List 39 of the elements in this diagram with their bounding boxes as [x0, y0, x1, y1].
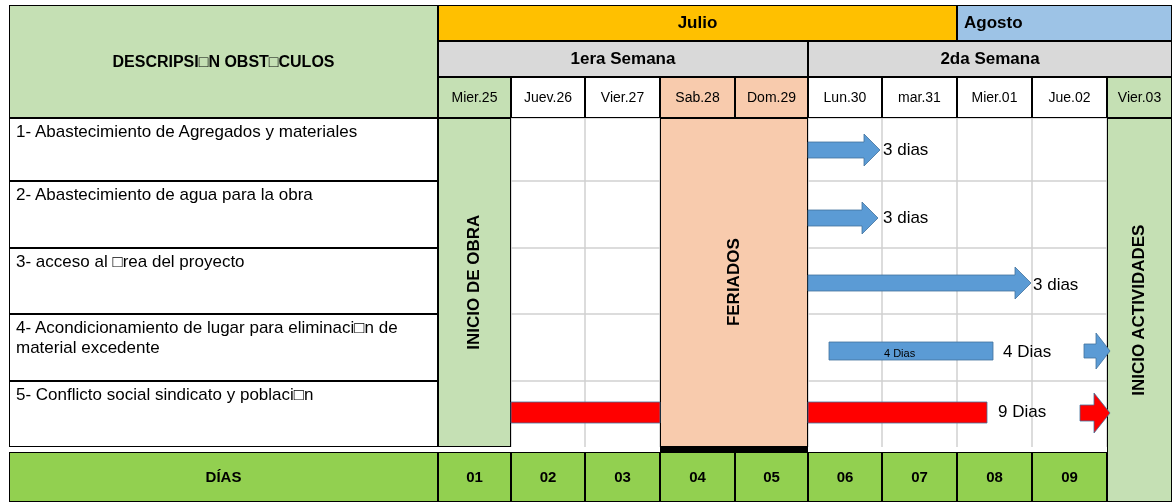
- date-header: mar.31: [882, 77, 957, 118]
- days-header: DÍAS: [9, 452, 438, 502]
- task-description: 1- Abastecimiento de Agregados y materiales: [9, 118, 438, 181]
- duration-label: 3 dias: [883, 138, 930, 161]
- date-header: Mier.01: [957, 77, 1032, 118]
- duration-label: 3 dias: [883, 206, 930, 229]
- day-number: 07: [882, 452, 957, 502]
- day-number: 08: [957, 452, 1032, 502]
- day-number: 06: [808, 452, 882, 502]
- date-header: Vier.27: [585, 77, 660, 118]
- date-header: Juev.26: [511, 77, 585, 118]
- week-header: 1era Semana: [438, 41, 808, 77]
- day-number: 02: [511, 452, 585, 502]
- task-description: 5- Conflicto social sindicato y poblaci□n: [9, 381, 438, 447]
- duration-label: 9 Dias: [998, 400, 1048, 423]
- day-number: 01: [438, 452, 511, 502]
- task-description: 2- Abastecimiento de agua para la obra: [9, 181, 438, 248]
- vertical-label: INICIO DE OBRA: [464, 214, 485, 350]
- duration-label: 3 dias: [1033, 273, 1080, 296]
- vertical-label: INICIO ACTIVIDADES: [1129, 224, 1150, 396]
- date-header: Mier.25: [438, 77, 511, 118]
- vertical-label: FERIADOS: [723, 238, 744, 327]
- week-header: 2da Semana: [808, 41, 1172, 77]
- duration-label: 4 Dias: [1003, 340, 1053, 363]
- day-number: 09: [1032, 452, 1107, 502]
- date-header: Sab.28: [660, 77, 735, 118]
- month-header: Agosto: [957, 5, 1172, 41]
- day-number: 04: [660, 452, 735, 502]
- day-number: 03: [585, 452, 660, 502]
- date-header: Dom.29: [735, 77, 808, 118]
- task-description: 4- Acondicionamiento de lugar para eliminaci□n de material excedente: [9, 314, 438, 381]
- month-header: Julio: [438, 5, 957, 41]
- day-number: 05: [735, 452, 808, 502]
- date-header: Lun.30: [808, 77, 882, 118]
- task-description: 3- acceso al □rea del proyecto: [9, 248, 438, 314]
- date-header: Jue.02: [1032, 77, 1107, 118]
- date-header: Vier.03: [1107, 77, 1172, 118]
- column-header: DESCRIPSI□N OBST□CULOS: [9, 5, 438, 118]
- bar-label: 4 Dias: [884, 346, 917, 362]
